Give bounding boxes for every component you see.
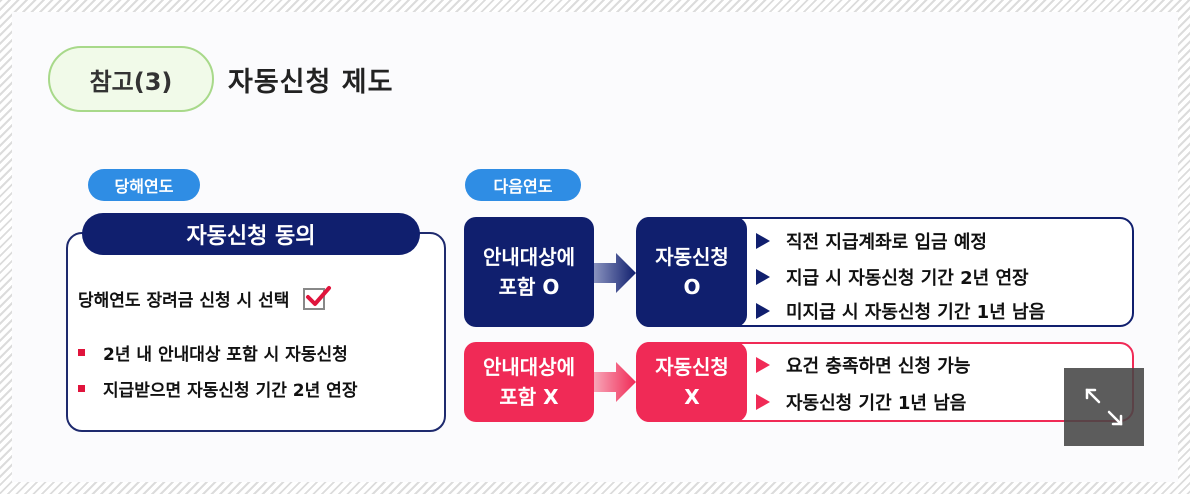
list-item: 자동신청 기간 1년 남음 (756, 389, 966, 415)
item-text: 자동신청 기간 1년 남음 (786, 393, 967, 414)
excluded-source-block: 안내대상에 포함 X (464, 342, 594, 422)
item-text: 지급 시 자동신청 기간 2년 연장 (786, 268, 1029, 289)
source-line: 포함 X (499, 385, 559, 409)
triangle-bullet-icon (756, 394, 770, 410)
bullet-text: 2년 내 안내대상 포함 시 자동신청 (103, 345, 348, 365)
triangle-bullet-icon (756, 357, 770, 373)
list-item: 요건 충족하면 신청 가능 (756, 352, 970, 378)
list-item: 지급 시 자동신청 기간 2년 연장 (756, 264, 1029, 290)
check-icon (306, 285, 332, 306)
included-source-block: 안내대상에 포함 O (464, 217, 594, 327)
list-item: 직전 지급계좌로 입금 예정 (756, 228, 987, 254)
consent-box-title: 자동신청 동의 (82, 213, 420, 255)
source-line: 안내대상에 (483, 245, 575, 269)
source-line: 안내대상에 (483, 355, 575, 379)
current-year-tag: 당해연도 (88, 169, 200, 201)
expand-icon (1085, 388, 1123, 426)
list-item: 미지급 시 자동신청 기간 1년 남음 (756, 298, 1045, 324)
page-title: 자동신청 제도 (228, 67, 394, 98)
checkbox (303, 285, 332, 310)
next-year-tag: 다음연도 (465, 169, 581, 201)
reference-badge: 참고(3) (48, 46, 214, 112)
expand-button[interactable] (1064, 368, 1144, 446)
source-line: 포함 O (498, 275, 560, 299)
list-item: 2년 내 안내대상 포함 시 자동신청 (78, 340, 348, 365)
target-line: 자동신청 (655, 245, 729, 269)
item-text: 미지급 시 자동신청 기간 1년 남음 (786, 302, 1046, 323)
item-text: 요건 충족하면 신청 가능 (786, 356, 971, 377)
target-line: O (683, 275, 701, 299)
bullet-text: 지급받으면 자동신청 기간 2년 연장 (103, 381, 358, 401)
item-text: 직전 지급계좌로 입금 예정 (786, 232, 987, 253)
list-item: 지급받으면 자동신청 기간 2년 연장 (78, 376, 357, 401)
triangle-bullet-icon (756, 303, 770, 319)
select-text: 당해연도 장려금 신청 시 선택 (78, 291, 290, 311)
target-line: 자동신청 (655, 355, 729, 379)
triangle-bullet-icon (756, 233, 770, 249)
arrow-right-icon (594, 362, 636, 402)
triangle-bullet-icon (756, 269, 770, 285)
auto-apply-yes-block: 자동신청 O (637, 217, 747, 327)
select-line: 당해연도 장려금 신청 시 선택 (78, 285, 332, 311)
auto-apply-no-block: 자동신청 X (637, 342, 747, 422)
arrow-right-icon (594, 253, 636, 293)
bullet-marker (78, 385, 85, 392)
bullet-marker (78, 349, 85, 356)
auto-apply-consent-box (66, 232, 446, 432)
target-line: X (684, 385, 700, 409)
